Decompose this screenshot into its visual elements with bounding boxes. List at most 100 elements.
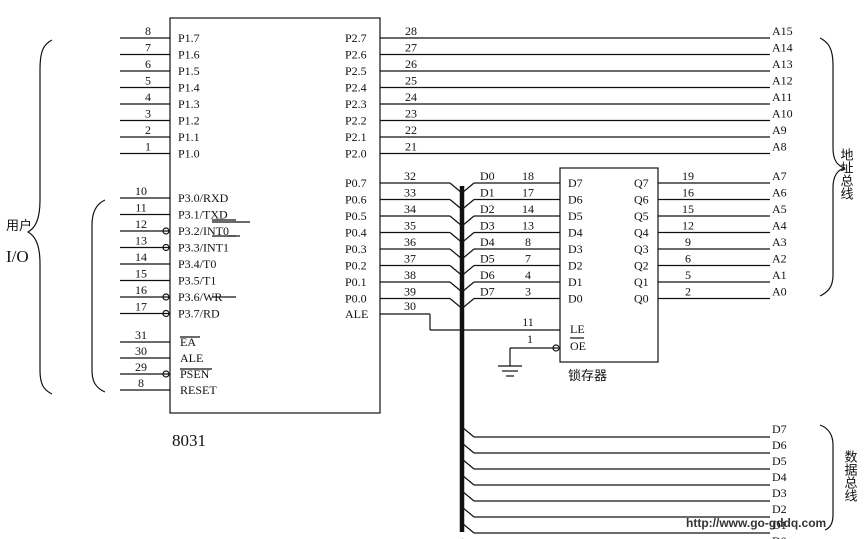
p2-pin-number: 27	[405, 41, 417, 55]
p1-pin-label: P1.2	[178, 114, 200, 128]
user-io-label-cn: 用户	[6, 218, 32, 233]
address-bus-label: 地址总线	[839, 148, 854, 200]
latch-output-number: 2	[685, 285, 691, 299]
active-low-bubble	[162, 243, 170, 252]
oe-label: OE	[570, 339, 586, 353]
p0-pin-label: P0.5	[345, 209, 367, 223]
p2-pin-label: P2.0	[345, 147, 367, 161]
latch-pin-number: 8	[525, 235, 531, 249]
latch-output-label: Q2	[634, 259, 649, 273]
ctrl-pin-number: 29	[135, 360, 147, 374]
data-bus-label: D3	[772, 486, 787, 500]
latch-input-label: D2	[568, 259, 583, 273]
p2-pin-number: 25	[405, 74, 417, 88]
p2-pin-label: P2.5	[345, 64, 367, 78]
p3-pin-number: 14	[135, 250, 147, 264]
p2-pin-number: 23	[405, 107, 417, 121]
latch-output-number: 5	[685, 268, 691, 282]
latch-bus-label: D4	[480, 235, 495, 249]
data-bus-entry	[461, 490, 475, 502]
p0-pin-label: P0.6	[345, 193, 367, 207]
p1-pin-number: 4	[145, 90, 151, 104]
active-low-bubble	[162, 370, 170, 378]
latch-bus-label: D0	[480, 169, 495, 183]
chip-8031-name: 8031	[172, 431, 206, 450]
latch-output-label: Q4	[634, 226, 649, 240]
data-bus-entry	[461, 474, 475, 486]
p3-pin-number: 11	[135, 201, 147, 215]
p3-pin-number: 15	[135, 267, 147, 281]
le-label: LE	[570, 322, 585, 336]
address-label: A15	[772, 24, 793, 38]
p3-pin-number: 13	[135, 234, 147, 248]
p2-pin-number: 26	[405, 57, 417, 71]
address-label: A1	[772, 268, 787, 282]
data-bus-label: D2	[772, 502, 787, 516]
latch-bus-label: D3	[480, 219, 495, 233]
data-bus-entry	[461, 426, 475, 438]
active-low-bubble	[552, 344, 560, 352]
latch-bus-label: D5	[480, 252, 495, 266]
latch-pin-number: 4	[525, 268, 531, 282]
watermark: http://www.go-gddq.com	[686, 516, 826, 530]
data-bus-label: D7	[772, 422, 787, 436]
user-io-label: I/O	[6, 247, 29, 266]
p3-pin-label: P3.1/TXD	[178, 208, 228, 222]
latch-input-label: D0	[568, 292, 583, 306]
data-bus-entry	[461, 506, 475, 518]
address-label: A12	[772, 74, 793, 88]
p0-pin-label: P0.0	[345, 292, 367, 306]
address-label: A14	[772, 41, 793, 55]
latch-pin-number: 13	[522, 219, 534, 233]
ctrl-pin-number: 31	[135, 328, 147, 342]
p2-pin-label: P2.6	[345, 48, 367, 62]
p3-pin-number: 17	[135, 300, 147, 314]
latch-input-label: D4	[568, 226, 583, 240]
latch-pin-number: 3	[525, 285, 531, 299]
latch-input-label: D1	[568, 275, 583, 289]
svg-text:地址总线: 地址总线	[839, 148, 854, 200]
p3-pin-label: P3.3/INT1	[178, 241, 229, 255]
p1-pin-number: 5	[145, 74, 151, 88]
address-label: A8	[772, 140, 787, 154]
p2-pin-number: 21	[405, 140, 417, 154]
p0-pin-label: P0.3	[345, 242, 367, 256]
p0-pin-number: 34	[404, 202, 416, 216]
le-pin-number: 11	[522, 315, 534, 329]
ctrl-pin-number: 30	[135, 344, 147, 358]
p1-pin-number: 7	[145, 41, 151, 55]
ctrl-pin-label: RESET	[180, 383, 217, 397]
latch-input-label: D3	[568, 242, 583, 256]
p0-pin-label: P0.4	[345, 226, 367, 240]
p3-brace	[91, 199, 106, 393]
address-label: A0	[772, 285, 787, 299]
p1-pin-label: P1.4	[178, 81, 200, 95]
p2-pin-label: P2.4	[345, 81, 367, 95]
p2-pin-number: 22	[405, 123, 417, 137]
p3-pin-label: P3.4/T0	[178, 257, 216, 271]
ctrl-pin-label: PSEN	[180, 367, 210, 381]
p2-pin-label: P2.1	[345, 130, 367, 144]
ale-pin-number: 30	[404, 299, 416, 313]
p1-pin-label: P1.5	[178, 64, 200, 78]
latch-output-label: Q0	[634, 292, 649, 306]
data-bus-entry	[461, 458, 475, 470]
address-label: A3	[772, 235, 787, 249]
p0-pin-label: P0.2	[345, 259, 367, 273]
data-bus-label: 数据总线	[843, 450, 858, 502]
p3-pin-number: 16	[135, 283, 147, 297]
p1-pin-label: P1.1	[178, 130, 200, 144]
latch-bus-label: D7	[480, 285, 495, 299]
latch-output-label: Q5	[634, 209, 649, 223]
p0-pin-number: 36	[404, 235, 416, 249]
ale-pin-label: ALE	[345, 307, 368, 321]
p0-pin-number: 32	[404, 169, 416, 183]
latch-name: 锁存器	[568, 368, 607, 383]
latch-pin-number: 7	[525, 252, 531, 266]
p0-pin-label: P0.7	[345, 176, 367, 190]
address-label: A4	[772, 219, 787, 233]
data-bus-label: D6	[772, 438, 787, 452]
